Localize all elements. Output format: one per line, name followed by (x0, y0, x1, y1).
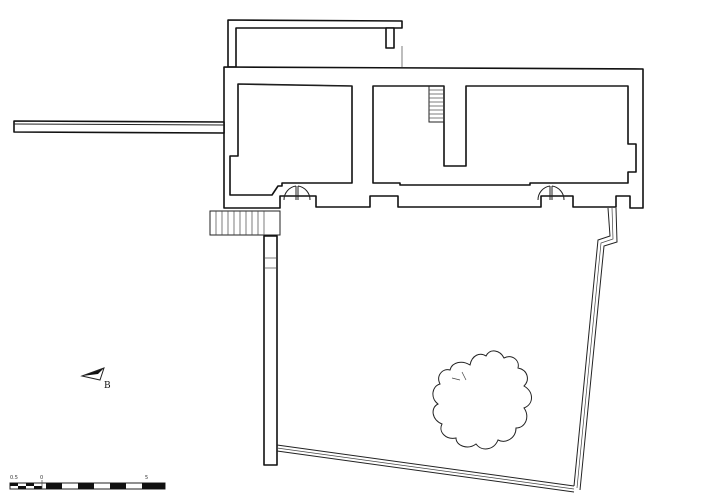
yard-wall-right (573, 207, 618, 491)
upper-annex (227, 19, 403, 68)
tree-icon (432, 350, 532, 450)
scale-label-five: 5 (145, 475, 148, 481)
door-left (283, 185, 311, 201)
interior-stairs (428, 85, 445, 123)
entrance-steps (209, 210, 281, 236)
yard-wall-bottom (276, 444, 575, 493)
main-building-walls (223, 66, 644, 209)
north-arrow-letter: B (104, 381, 111, 391)
north-arrow-icon (80, 367, 105, 381)
yard-wall-left (263, 235, 278, 466)
left-path (13, 120, 225, 134)
scale-bar (9, 480, 166, 490)
door-right (537, 185, 565, 201)
scale-label-zero: 0 (40, 475, 43, 481)
scale-label-start: 0.5 (10, 475, 18, 481)
